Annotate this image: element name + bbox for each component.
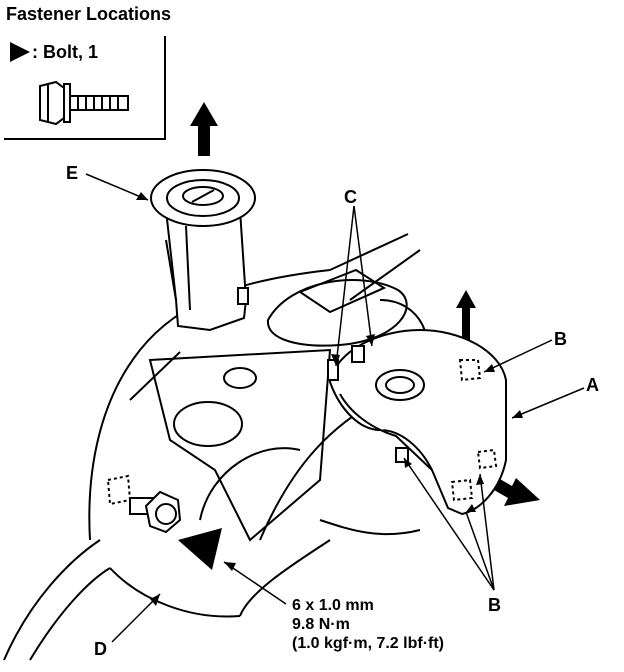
- removal-arrow-right-a: [494, 478, 540, 506]
- fastener-legend: : Bolt, 1: [4, 36, 166, 140]
- triangle-marker-icon: [10, 42, 30, 62]
- column-cover-d: [3, 233, 429, 661]
- leader-arrowheads: [136, 192, 523, 606]
- label-b-bottom: B: [488, 595, 501, 615]
- bolt-torque-alt: (1.0 kgf·m, 7.2 lbf·ft): [292, 635, 445, 652]
- bolt-spec: 6 x 1.0 mm 9.8 N·m (1.0 kgf·m, 7.2 lbf·f…: [292, 596, 444, 653]
- page-title: Fastener Locations: [6, 4, 172, 24]
- bolt-icon: [39, 80, 129, 126]
- removal-arrow-up-e: [190, 102, 218, 156]
- cover-bolt-icon: [129, 490, 182, 534]
- label-b-top: B: [554, 329, 567, 349]
- bolt-torque: 9.8 N·m: [292, 616, 350, 633]
- upper-cover-a: [327, 328, 507, 516]
- legend-bolt-text: : Bolt, 1: [32, 42, 98, 62]
- removal-arrow-up-a: [456, 290, 476, 342]
- label-c: C: [344, 187, 357, 207]
- label-a: A: [586, 375, 599, 395]
- key-cylinder-e: [150, 169, 256, 332]
- bolt-size: 6 x 1.0 mm: [292, 597, 374, 614]
- label-d: D: [94, 639, 107, 659]
- leader-lines: [85, 173, 585, 643]
- bolt-location-marker-icon: [178, 528, 222, 570]
- label-e: E: [66, 163, 79, 183]
